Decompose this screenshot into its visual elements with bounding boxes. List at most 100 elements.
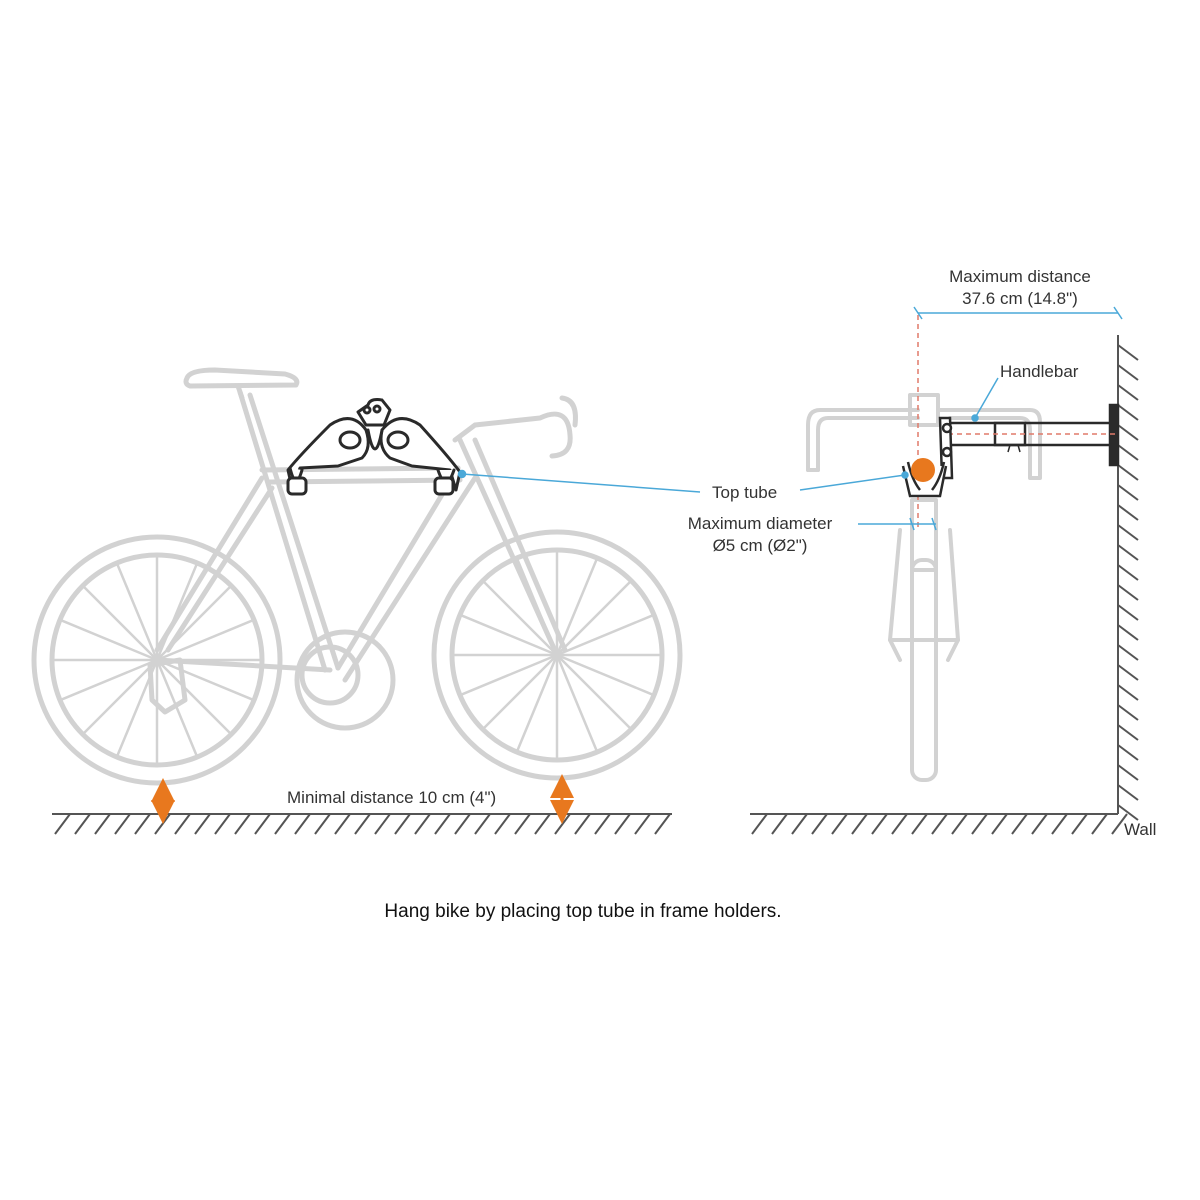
wall-hatch	[1117, 624, 1139, 641]
floor-hatch	[194, 813, 211, 835]
wall-hatch	[1117, 744, 1139, 761]
handlebar-callout	[971, 377, 999, 422]
floor-hatch	[514, 813, 531, 835]
wheel-spoke	[155, 658, 254, 701]
floor-hatch	[454, 813, 471, 835]
floor-hatch	[831, 813, 848, 835]
floor-hatch	[434, 813, 451, 835]
floor-hatch	[554, 813, 571, 835]
floor-hatch	[94, 813, 111, 835]
wheel-spoke	[460, 653, 559, 696]
wall-hatch	[1117, 684, 1139, 701]
floor-left	[52, 813, 672, 835]
saddle	[183, 367, 300, 389]
wall-hatch	[1117, 564, 1139, 581]
wheel-spoke	[155, 658, 232, 735]
wheel-spoke	[116, 563, 159, 662]
floor-hatch	[1071, 813, 1088, 835]
floor-hatch	[971, 813, 988, 835]
floor-hatch	[134, 813, 151, 835]
floor-hatch	[294, 813, 311, 835]
bike-frame	[154, 389, 568, 731]
floor-hatch	[1011, 813, 1028, 835]
floor-hatch	[334, 813, 351, 835]
top-tube-callout	[457, 469, 701, 493]
wall-hatch	[1117, 604, 1139, 621]
frame-holder-side	[286, 398, 462, 496]
floor-hatch	[54, 813, 71, 835]
wheel-spoke	[555, 614, 654, 657]
wheel-spoke	[82, 585, 159, 662]
wall-hatch	[1117, 464, 1139, 481]
wheel-spoke	[155, 563, 198, 662]
floor-hatch	[771, 813, 788, 835]
minimal-distance-label: Minimal distance 10 cm (4")	[287, 788, 497, 807]
wall-label: Wall	[1124, 820, 1157, 839]
wheel-spoke	[60, 658, 159, 701]
floor-hatch	[374, 813, 391, 835]
wheel-spoke	[82, 658, 159, 735]
handlebar-side	[452, 411, 573, 459]
bike-front-view	[806, 393, 1042, 782]
wheel-spoke	[555, 580, 632, 657]
max-distance-dimension	[913, 306, 1123, 320]
wall-hatch	[1117, 504, 1139, 521]
floor-hatch	[154, 813, 171, 835]
max-distance-title: Maximum distance	[949, 267, 1091, 286]
floor-hatch	[891, 813, 908, 835]
wheel-spoke	[555, 558, 598, 657]
dashed-guides	[917, 315, 1118, 530]
floor-right	[750, 813, 1128, 835]
floor-hatch	[114, 813, 131, 835]
wall-hatch	[1117, 524, 1139, 541]
wall	[1117, 335, 1139, 821]
floor-hatch	[871, 813, 888, 835]
wall-hatch	[1117, 364, 1139, 381]
wheel-spoke	[516, 653, 559, 752]
wall-hatch	[1117, 404, 1139, 421]
floor-hatch	[274, 813, 291, 835]
floor-hatch	[174, 813, 191, 835]
max-diameter-title: Maximum diameter	[687, 514, 833, 533]
wheel-spoke	[60, 619, 159, 662]
wheel-spoke	[460, 614, 559, 657]
handlebar-label: Handlebar	[1000, 362, 1079, 381]
floor-hatch	[74, 813, 91, 835]
floor-hatch	[314, 813, 331, 835]
floor-hatch	[214, 813, 231, 835]
floor-hatch	[931, 813, 948, 835]
wheel-spoke	[155, 619, 254, 662]
floor-hatch	[534, 813, 551, 835]
wall-hatch	[1117, 344, 1139, 361]
max-distance-value: 37.6 cm (14.8")	[962, 289, 1078, 308]
floor-hatch	[851, 813, 868, 835]
floor-hatch	[494, 813, 511, 835]
top-tube-cross-section	[911, 458, 935, 482]
front-wheel	[431, 529, 683, 781]
wall-hatch	[1117, 584, 1139, 601]
wall-hatch	[1117, 724, 1139, 741]
wall-hatch	[1117, 544, 1139, 561]
wall-hatch	[1117, 804, 1139, 821]
floor-hatch	[254, 813, 271, 835]
floor-hatch	[811, 813, 828, 835]
wall-hatch	[1117, 764, 1139, 781]
floor-hatch	[414, 813, 431, 835]
wall-hatch	[1117, 704, 1139, 721]
bike-side-view	[31, 367, 683, 786]
top-tube-label: Top tube	[712, 483, 778, 502]
floor-hatch	[654, 813, 671, 835]
wheel-spoke	[555, 653, 598, 752]
wall-hatch	[1117, 484, 1139, 501]
wall-hatch	[1117, 664, 1139, 681]
wheel-spoke	[482, 653, 559, 730]
caption: Hang bike by placing top tube in frame h…	[384, 901, 782, 922]
floor-hatch	[354, 813, 371, 835]
max-diameter-dimension	[858, 517, 937, 531]
frame-holder-front	[901, 416, 954, 498]
wall-hatch	[1117, 784, 1139, 801]
floor-hatch	[594, 813, 611, 835]
floor-hatch	[751, 813, 768, 835]
top-tube-front-callout	[799, 471, 909, 491]
